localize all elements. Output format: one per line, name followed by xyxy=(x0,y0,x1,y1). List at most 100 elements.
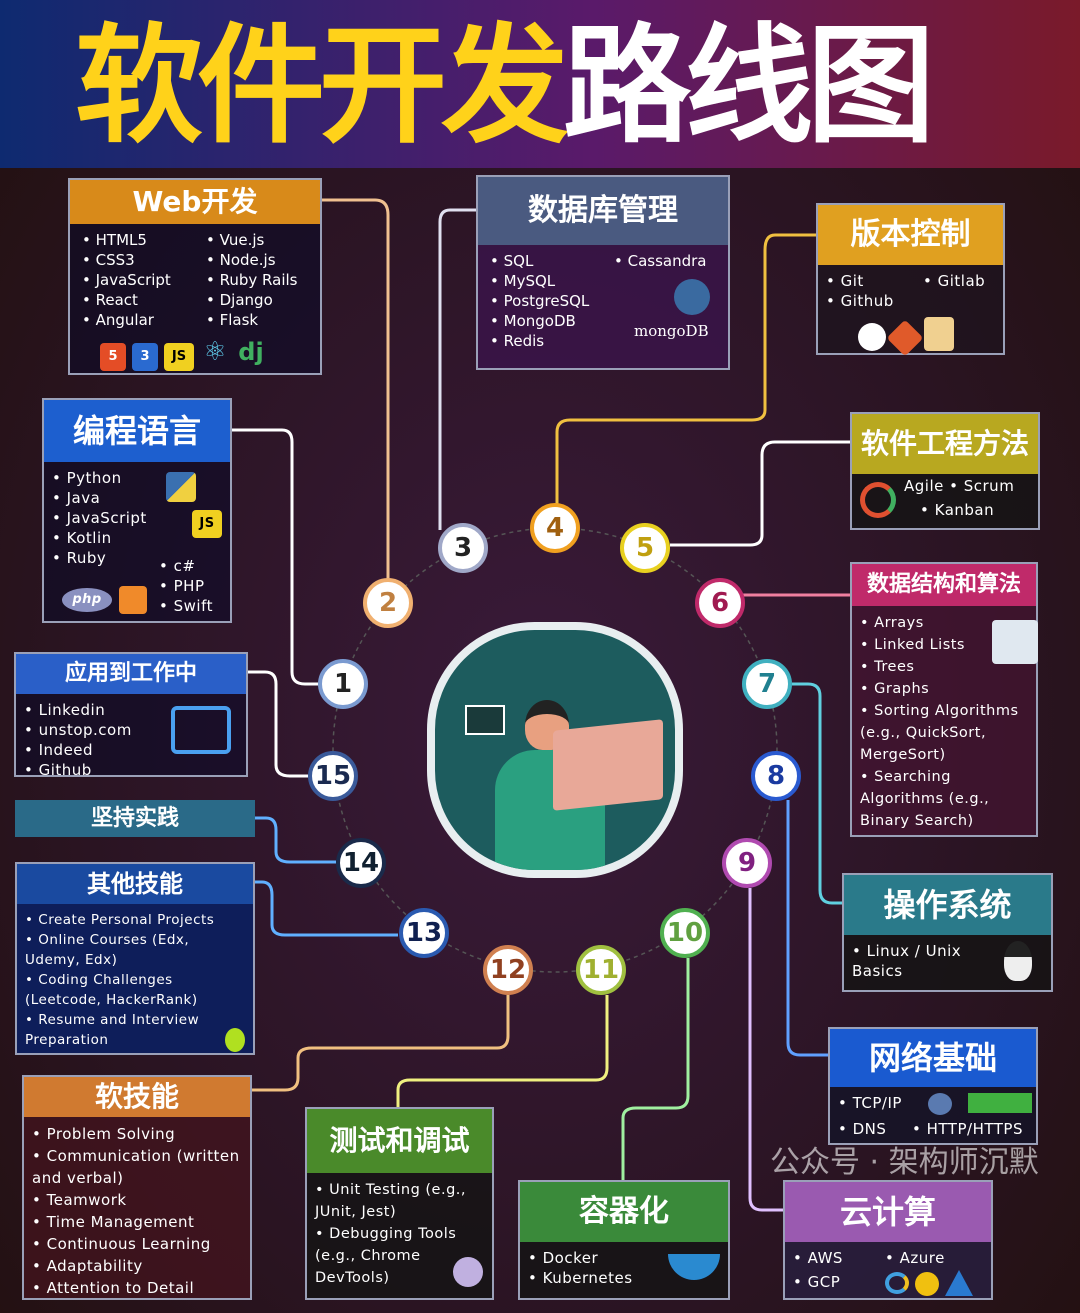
keep-practicing-card: 坚持实践 xyxy=(15,800,255,837)
containerization-card: 容器化 DockerKubernetes xyxy=(518,1180,730,1300)
list-item: JavaScript xyxy=(52,508,147,528)
programming-languages-card: 编程语言 PythonJavaJavaScriptKotlinRuby c#PH… xyxy=(42,398,232,623)
list-item: JavaScript xyxy=(82,270,171,290)
testing-debugging-title: 测试和调试 xyxy=(307,1109,492,1173)
list-item: Java xyxy=(52,488,100,508)
apply-to-work-title: 应用到工作中 xyxy=(16,654,246,694)
containerization-title: 容器化 xyxy=(520,1182,728,1242)
chrome-devtools-icon xyxy=(453,1257,483,1287)
operating-system-title: 操作系统 xyxy=(844,875,1051,935)
php-icon: php xyxy=(62,588,112,612)
node-4[interactable]: 4 xyxy=(530,503,580,553)
list-item: AWS xyxy=(807,1249,843,1267)
node-9[interactable]: 9 xyxy=(722,838,772,888)
list-item: Python xyxy=(52,468,122,488)
list-item: Kotlin xyxy=(52,528,112,548)
list-item: HTTP/HTTPS xyxy=(926,1120,1023,1138)
agile-cycle-icon xyxy=(860,482,896,518)
soft-skills-title: 软技能 xyxy=(24,1077,250,1117)
node-12[interactable]: 12 xyxy=(483,945,533,995)
list-item: Problem Solving xyxy=(32,1123,175,1145)
list-item: Online Courses (Edx, Udemy, Edx) xyxy=(25,930,245,970)
list-item: MongoDB xyxy=(490,311,576,331)
node-13[interactable]: 13 xyxy=(399,908,449,958)
database-title: 数据库管理 xyxy=(478,177,728,245)
list-item: Create Personal Projects xyxy=(25,910,214,930)
list-item: Node.js xyxy=(206,250,276,270)
apply-to-work-card: 应用到工作中 Linkedinunstop.comIndeedGithub xyxy=(14,652,248,780)
gitlab-icon xyxy=(924,317,954,351)
node-6[interactable]: 6 xyxy=(695,578,745,628)
list-item: Github xyxy=(826,291,894,311)
node-1[interactable]: 1 xyxy=(318,659,368,709)
list-item: MySQL xyxy=(490,271,556,291)
list-item: Linked Lists xyxy=(860,634,965,656)
node-14[interactable]: 14 xyxy=(336,838,386,888)
css3-icon: 3 xyxy=(132,342,158,371)
data-structures-title: 数据结构和算法 xyxy=(852,564,1036,606)
networking-card: 网络基础 • TCP/IP • DNS • HTTP/HTTPS xyxy=(828,1027,1038,1145)
list-item: Linux / Unix Basics xyxy=(852,941,986,981)
list-item: Kubernetes xyxy=(528,1268,633,1288)
list-item: Searching Algorithms (e.g., Binary Searc… xyxy=(860,766,1028,832)
title-part2: 路线图 xyxy=(563,12,935,161)
node-8[interactable]: 8 xyxy=(751,751,801,801)
node-2[interactable]: 2 xyxy=(363,578,413,628)
github-icon xyxy=(858,323,886,351)
list-item: c# xyxy=(159,556,195,576)
list-item: Debugging Tools (e.g., Chrome DevTools) xyxy=(315,1223,484,1289)
list-item: unstop.com xyxy=(24,720,132,740)
list-item: Communication (written and verbal) xyxy=(32,1145,242,1189)
django-icon: dj xyxy=(238,338,264,366)
server-icon xyxy=(968,1093,1032,1113)
list-item: Indeed xyxy=(24,740,93,760)
operating-system-card: 操作系统 Linux / Unix Basics xyxy=(842,873,1053,992)
list-item: Azure xyxy=(899,1249,945,1267)
web-dev-title: Web开发 xyxy=(70,180,320,224)
briefcase-icon xyxy=(171,706,231,754)
list-item: PostgreSQL xyxy=(490,291,590,311)
keep-practicing-title: 坚持实践 xyxy=(90,806,179,831)
git-icon xyxy=(886,319,924,357)
list-item: PHP xyxy=(159,576,205,596)
list-item: Graphs xyxy=(860,678,929,700)
programming-languages-title: 编程语言 xyxy=(44,400,230,462)
js-icon: JS xyxy=(192,510,222,538)
list-item: Docker xyxy=(528,1248,598,1268)
list-item: GCP xyxy=(807,1273,841,1291)
testing-debugging-card: 测试和调试 Unit Testing (e.g., JUnit, Jest)De… xyxy=(305,1107,494,1300)
list-item: Continuous Learning xyxy=(32,1233,211,1255)
list-item: Ruby Rails xyxy=(206,270,298,290)
list-item: HTML5 xyxy=(82,230,147,250)
web-dev-card: Web开发 HTML5CSS3JavaScriptReactAngular Vu… xyxy=(68,178,322,375)
networking-title: 网络基础 xyxy=(830,1029,1036,1087)
list-item: TCP/IP xyxy=(852,1094,902,1112)
swift-icon xyxy=(119,586,147,614)
html5-icon: 5 xyxy=(100,342,126,371)
node-15[interactable]: 15 xyxy=(308,751,358,801)
node-5[interactable]: 5 xyxy=(620,523,670,573)
list-item: Gitlab xyxy=(923,271,985,291)
list-item: Resume and Interview Preparation xyxy=(25,1010,245,1050)
node-7[interactable]: 7 xyxy=(742,659,792,709)
list-item: Coding Challenges (Leetcode, HackerRank) xyxy=(25,970,245,1010)
list-item: CSS3 xyxy=(82,250,135,270)
list-item: Swift xyxy=(159,596,213,616)
laptop-icon xyxy=(553,719,663,811)
flowchart-icon xyxy=(992,620,1038,664)
python-icon xyxy=(166,472,196,502)
postgresql-icon xyxy=(674,279,710,315)
list-item: Github xyxy=(24,760,92,780)
tux-penguin-icon xyxy=(1004,941,1032,981)
node-3[interactable]: 3 xyxy=(438,523,488,573)
list-item: Attention to Detail xyxy=(32,1277,194,1299)
database-card: 数据库管理 SQLMySQLPostgreSQLMongoDBRedis Cas… xyxy=(476,175,730,370)
screen-card-icon xyxy=(465,705,505,735)
node-11[interactable]: 11 xyxy=(576,945,626,995)
list-item: Adaptability xyxy=(32,1255,143,1277)
lightbulb-icon xyxy=(225,1028,245,1052)
list-item: Vue.js xyxy=(206,230,265,250)
list-item: Flask xyxy=(206,310,259,330)
node-10[interactable]: 10 xyxy=(660,908,710,958)
